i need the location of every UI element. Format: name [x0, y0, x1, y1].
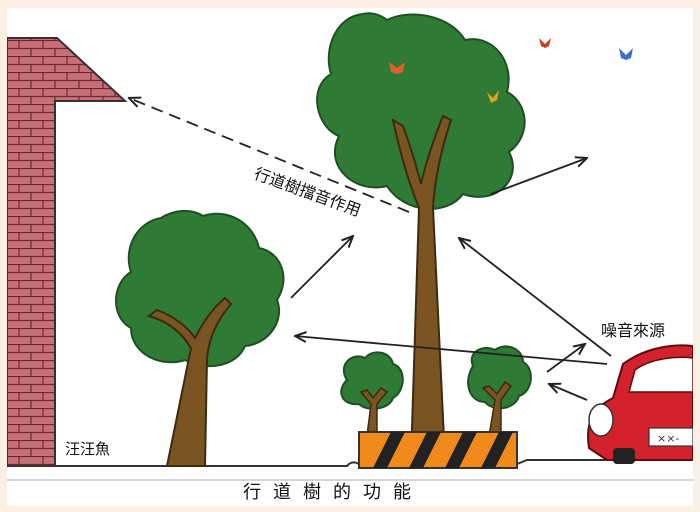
brick-building [7, 37, 128, 467]
license-plate [648, 427, 693, 447]
butterfly-icon [389, 62, 405, 74]
license-plate-text: ××- [657, 432, 679, 445]
arrow-to-tall-tree [459, 238, 612, 357]
butterfly-icon [539, 38, 551, 48]
reflected-sound-arrow [129, 98, 410, 213]
ground [7, 459, 693, 481]
small-shrub-left [340, 351, 404, 437]
red-car: ××- [587, 344, 693, 464]
illustration-canvas: ××- 行道樹擋音作用 噪音來源 汪汪魚 行道樹的功能 [7, 8, 693, 506]
arrow-from-car-left [549, 384, 588, 401]
planter-barrier [358, 431, 518, 469]
arrow-from-car-up [546, 344, 585, 373]
butterflies [539, 38, 633, 60]
artist-signature: 汪汪魚 [65, 440, 110, 458]
car-headlight [588, 403, 614, 437]
arrow-to-wall [295, 336, 608, 365]
arrow-up-right-1 [490, 158, 587, 195]
left-tree [115, 210, 285, 467]
arrows [129, 98, 612, 401]
caption: 行道樹的功能 [243, 482, 423, 503]
butterfly-icon [619, 48, 633, 60]
arrow-to-left-tree [290, 236, 353, 299]
noise-source-label: 噪音來源 [601, 321, 665, 340]
small-shrub-right [467, 345, 532, 437]
butterfly-icon [487, 90, 499, 103]
